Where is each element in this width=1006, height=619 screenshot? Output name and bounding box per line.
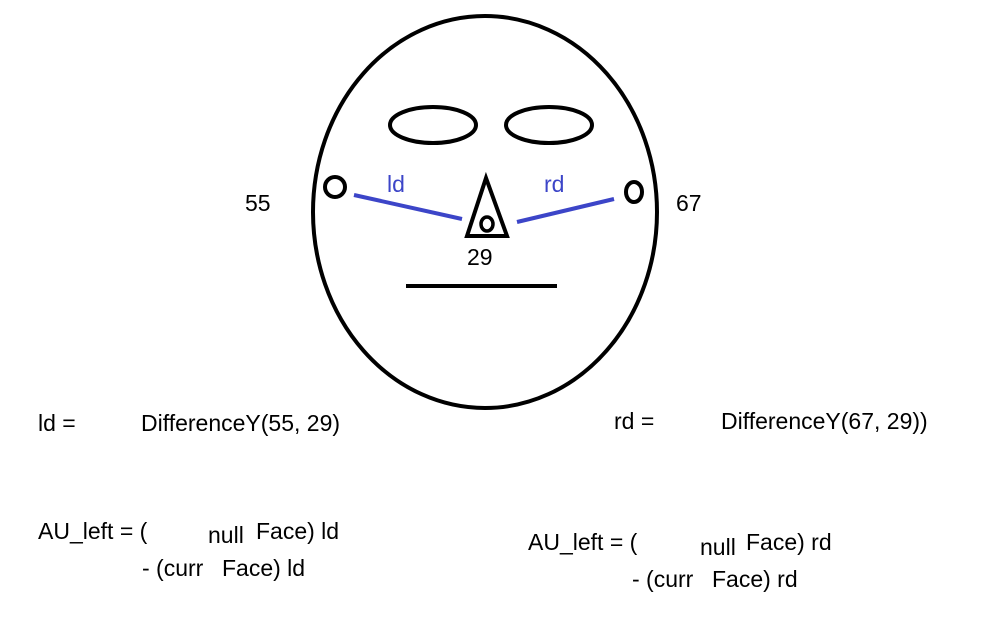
right-distance-line <box>516 197 615 224</box>
au-left-formula-1-null: null <box>208 522 244 548</box>
left-eye <box>388 105 478 145</box>
ld-formula-label: ld = <box>38 410 76 436</box>
au-left-formula-1-line2-a: - (curr <box>142 555 204 581</box>
au-left-formula-2-part-a: AU_left = ( <box>528 529 638 555</box>
left-cheek-point <box>323 175 347 199</box>
point-label-55: 55 <box>245 190 271 216</box>
au-left-formula-1-part-b: Face) ld <box>256 518 340 544</box>
point-label-29: 29 <box>467 244 493 270</box>
left-distance-line <box>353 193 463 221</box>
au-left-formula-1-part-a: AU_left = ( <box>38 518 148 544</box>
rd-formula-expr: DifferenceY(67, 29)) <box>721 408 928 434</box>
nose-point <box>479 215 495 233</box>
distance-label-rd: rd <box>544 171 565 197</box>
ld-formula-expr: DifferenceY(55, 29) <box>141 410 341 436</box>
rd-formula-label: rd = <box>614 408 655 434</box>
au-left-formula-2-null: null <box>700 534 736 560</box>
au-left-formula-2-line2-b: Face) rd <box>712 566 798 592</box>
distance-label-ld: ld <box>387 171 405 197</box>
right-cheek-point <box>624 180 644 204</box>
au-left-formula-2-part-b: Face) rd <box>746 529 832 555</box>
au-left-formula-2-line2-a: - (curr <box>632 566 694 592</box>
point-label-67: 67 <box>676 190 702 216</box>
nose-triangle <box>464 171 510 238</box>
right-eye <box>504 105 594 145</box>
au-left-formula-1-line2-b: Face) ld <box>222 555 306 581</box>
face-outline <box>311 14 659 410</box>
